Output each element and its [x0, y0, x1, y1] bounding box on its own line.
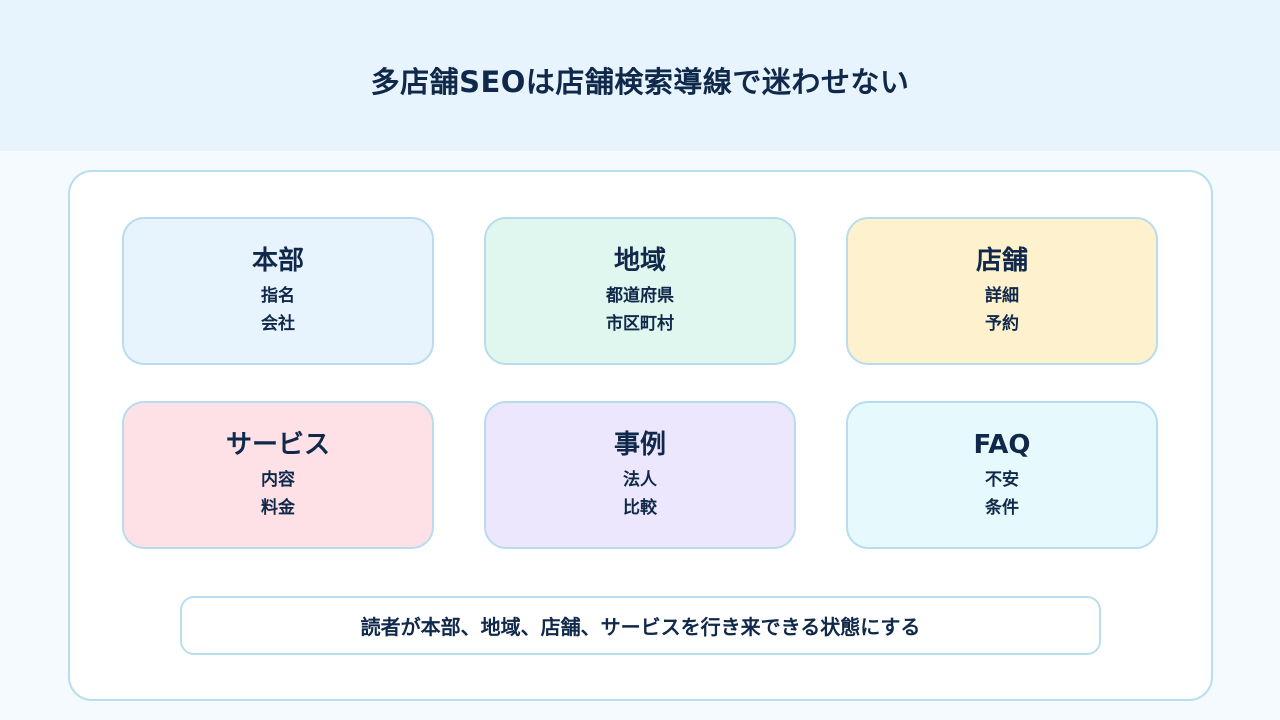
- card-line: 条件: [985, 498, 1019, 518]
- card-title: 地域: [613, 246, 666, 276]
- card-line: 比較: [623, 498, 657, 518]
- card-line: 不安: [985, 470, 1019, 490]
- card-chiiki: 地域 都道府県 市区町村: [484, 217, 796, 365]
- card-title: 店舗: [975, 246, 1028, 276]
- card-line: 料金: [261, 498, 295, 518]
- card-line: 法人: [623, 470, 657, 490]
- card-line: 都道府県: [606, 286, 674, 306]
- card-line: 内容: [261, 470, 295, 490]
- card-line: 予約: [985, 314, 1019, 334]
- card-title: 事例: [613, 430, 666, 460]
- card-service: サービス 内容 料金: [122, 401, 434, 549]
- card-title: FAQ: [973, 430, 1031, 460]
- card-jirei: 事例 法人 比較: [484, 401, 796, 549]
- card-honbu: 本部 指名 会社: [122, 217, 434, 365]
- card-tenpo: 店舗 詳細 予約: [846, 217, 1158, 365]
- card-line: 会社: [261, 314, 295, 334]
- summary-box: 読者が本部、地域、店舗、サービスを行き来できる状態にする: [180, 596, 1101, 655]
- page-title: 多店舗SEOは店舗検索導線で迷わせない: [370, 64, 910, 99]
- card-faq: FAQ 不安 条件: [846, 401, 1158, 549]
- card-line: 詳細: [985, 286, 1019, 306]
- header-band: 多店舗SEOは店舗検索導線で迷わせない: [0, 0, 1280, 151]
- card-title: 本部: [251, 246, 304, 276]
- summary-text: 読者が本部、地域、店舗、サービスを行き来できる状態にする: [360, 615, 921, 639]
- card-line: 指名: [261, 286, 295, 306]
- card-title: サービス: [225, 430, 330, 460]
- card-line: 市区町村: [606, 314, 674, 334]
